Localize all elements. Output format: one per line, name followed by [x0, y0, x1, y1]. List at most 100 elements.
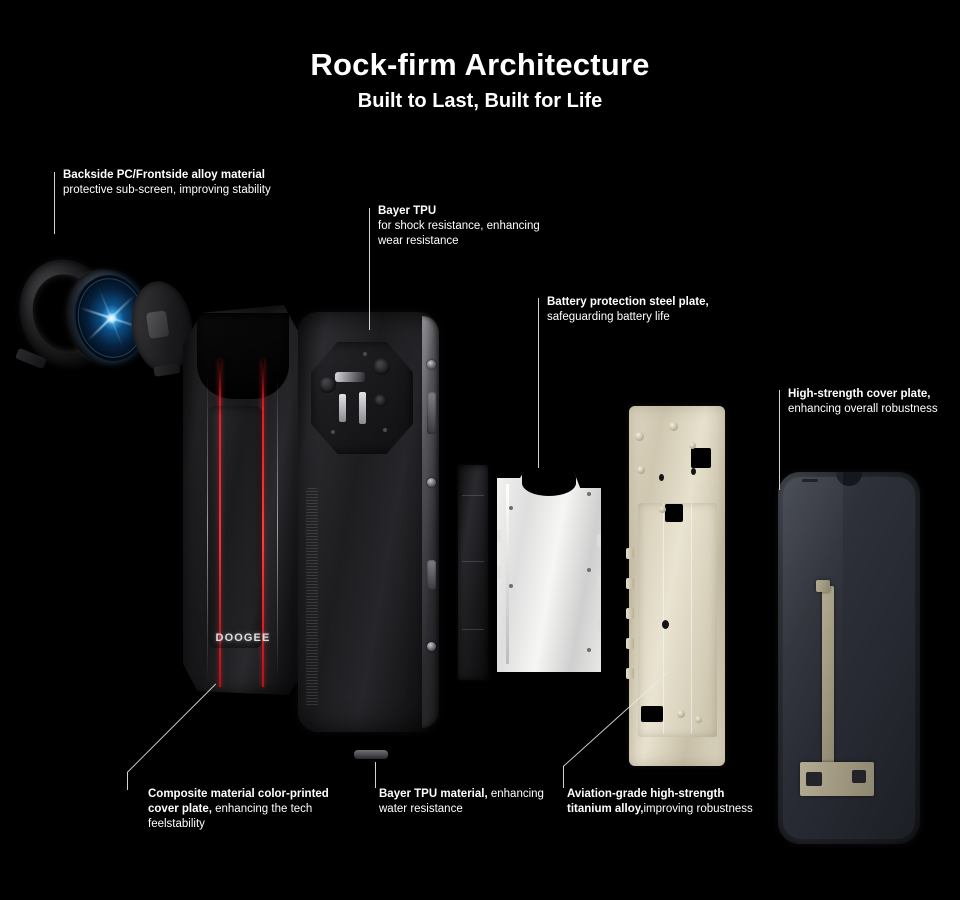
frame-hole-upper: [659, 474, 664, 481]
page-title: Rock-firm Architecture: [310, 47, 650, 82]
camera-pin-left: [339, 394, 346, 422]
frame-hole-upper-right: [691, 468, 696, 475]
annotation-aviation-titanium-bold: Aviation-grade high-strength titanium al…: [567, 788, 725, 816]
component-smartwatch-module: [8, 245, 199, 395]
phone-side-edge: [422, 316, 439, 728]
frame-lug-2: [626, 578, 634, 589]
steel-tab-left-2: [497, 566, 501, 579]
annotation-backside-pc-rest: protective sub-screen, improving stabili…: [63, 184, 271, 197]
steel-tab-right-2: [597, 576, 601, 589]
power-button[interactable]: [427, 392, 436, 434]
frame-screw-boss-3: [689, 442, 696, 449]
frame-ridge-left: [663, 503, 664, 734]
frame-lug-3: [626, 608, 634, 619]
side-screw-middle: [427, 478, 436, 487]
steel-hole-middle: [509, 584, 513, 588]
frame-screw-boss-2: [669, 422, 678, 431]
camera-sensor-dot-side: [383, 428, 387, 432]
camera-lens-bottom-right: [374, 394, 387, 407]
titanium-mid-frame: [626, 406, 725, 766]
annotation-composite-cover-rest: enhancing the tech feelstability: [148, 803, 313, 831]
grip-texture: [306, 488, 318, 707]
frame-screw-boss-1: [635, 432, 644, 441]
leader-stub-aviation: [563, 766, 564, 788]
frame-cutout-center: [665, 504, 683, 522]
frame-lug-5: [626, 668, 634, 679]
annotation-bayer-tpu-water-bold: Bayer TPU material,: [379, 788, 488, 800]
volume-button[interactable]: [427, 560, 436, 590]
steel-plate-rail: [506, 484, 509, 664]
leader-line-bayer-tpu-water: [375, 762, 376, 788]
camera-lens-top-right: [373, 358, 390, 375]
battery-steel-plate: [497, 472, 601, 672]
watch-strap-upper: [153, 363, 181, 377]
frame-cutout-top-right: [691, 448, 711, 468]
tpu-groove-3: [462, 629, 484, 630]
side-screw-bottom: [427, 642, 436, 651]
frame-screw-boss-7: [695, 716, 702, 723]
leader-line-bayer-tpu-shock: [369, 208, 370, 330]
steel-plate-notch: [521, 472, 577, 496]
steel-tab-right-1: [597, 534, 601, 547]
steel-hole-right: [587, 568, 591, 572]
annotation-bayer-tpu-shock: Bayer TPU for shock resistance, enhancin…: [378, 204, 553, 250]
annotation-bayer-tpu-shock-bold: Bayer TPU: [378, 205, 437, 217]
highlight-line-right: [276, 375, 278, 680]
annotation-high-strength-cover-rest: enhancing overall robustness: [788, 403, 938, 416]
flex-contact-pad-left: [806, 772, 822, 786]
annotation-battery-plate: Battery protection steel plate, safeguar…: [547, 295, 737, 325]
annotation-composite-cover: Composite material color-printed cover p…: [148, 787, 338, 833]
camera-sensor-dot-bottom: [331, 430, 335, 434]
steel-tab-left-1: [497, 530, 501, 543]
steel-hole-top: [509, 506, 513, 510]
steel-hole-top-right: [587, 492, 591, 496]
highlight-line-left: [207, 375, 208, 680]
leader-stub-composite: [127, 772, 128, 790]
red-accent-line-right: [262, 359, 265, 688]
page-subtitle: Built to Last, Built for Life: [357, 89, 603, 112]
side-screw-top: [427, 360, 436, 369]
camera-flash-bar: [335, 372, 365, 382]
frame-cutout-bottom: [641, 706, 663, 722]
annotation-composite-cover-bold: Composite material color-printed cover p…: [148, 788, 329, 816]
annotation-bayer-tpu-water-rest: enhancing water resistance: [379, 788, 544, 816]
header-block: Rock-firm Architecture Built to Last, Bu…: [0, 47, 960, 113]
camera-module: [311, 342, 413, 454]
annotation-bayer-tpu-water: Bayer TPU material, enhancing water resi…: [379, 787, 549, 817]
leader-line-composite: [127, 683, 217, 773]
annotation-battery-plate-bold: Battery protection steel plate,: [547, 296, 709, 308]
camera-pin-right: [359, 392, 366, 424]
leader-line-battery-plate: [538, 298, 539, 468]
back-cover-shell: DOOGEE: [183, 305, 303, 695]
tpu-water-seal-nub: [354, 750, 388, 759]
earpiece-slot: [802, 479, 818, 482]
steel-tab-right-3: [597, 618, 601, 631]
tpu-groove-2: [462, 561, 484, 562]
display-flex-cable: [822, 586, 834, 766]
back-cover-center-panel: [209, 406, 263, 649]
annotation-battery-plate-rest: safeguarding battery life: [547, 311, 670, 324]
camera-lens-left: [319, 376, 336, 393]
flex-contact-pad-right: [852, 770, 866, 783]
frame-screw-boss-6: [677, 710, 685, 718]
frame-hole-center: [662, 620, 669, 629]
frame-lug-4: [626, 638, 634, 649]
leader-line-backside-pc: [54, 172, 55, 234]
frame-screw-boss-5: [659, 506, 666, 513]
phone-body-shell: [298, 312, 439, 732]
camera-sensor-dot-top: [363, 352, 367, 356]
annotation-bayer-tpu-shock-rest: for shock resistance, enhancing wear res…: [378, 220, 540, 248]
annotation-backside-pc-bold: Backside PC/Frontside alloy material: [63, 169, 265, 181]
frame-battery-well: [638, 503, 717, 738]
annotation-aviation-titanium-rest: improving robustness: [643, 803, 753, 816]
doogee-logo: DOOGEE: [215, 632, 271, 645]
leader-line-high-strength-cover: [779, 390, 780, 490]
back-cover-top-cutout: [197, 312, 289, 399]
annotation-high-strength-cover-bold: High-strength cover plate,: [788, 388, 931, 400]
display-assembly: [778, 472, 920, 844]
frame-screw-boss-4: [637, 466, 645, 474]
display-flex-connector-top: [816, 580, 830, 592]
annotation-aviation-titanium: Aviation-grade high-strength titanium al…: [567, 787, 767, 817]
steel-tab-left-3: [497, 602, 501, 615]
